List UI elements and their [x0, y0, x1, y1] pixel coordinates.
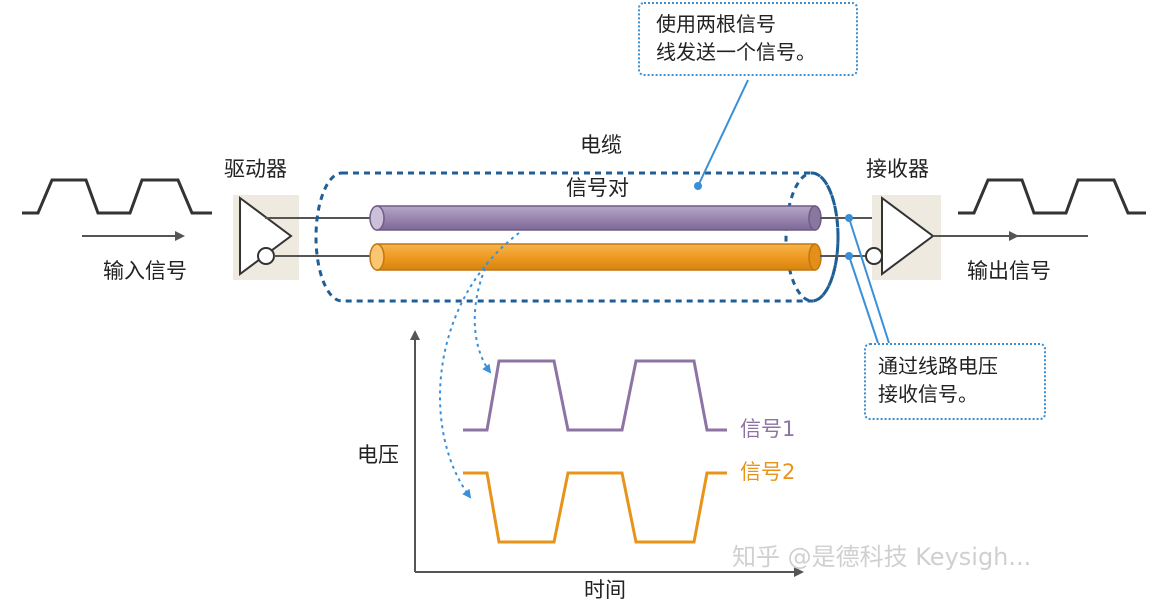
- signal2-waveform: [463, 471, 727, 544]
- signal2-label: 信号2: [740, 460, 796, 484]
- purple-tube-end-left: [369, 205, 385, 231]
- signal-wire-orange: [376, 243, 816, 271]
- orange-tube-end-right: [808, 243, 822, 271]
- receiver-triangle: [881, 196, 935, 276]
- input-signal-label: 输入信号: [103, 259, 187, 283]
- signal1-waveform: [463, 359, 727, 432]
- driver-label: 驱动器: [224, 157, 287, 181]
- input-waveform: [22, 178, 212, 215]
- right-callout-line1: 通过线路电压: [878, 354, 998, 378]
- voltage-label: 电压: [357, 443, 399, 467]
- output-waveform: [958, 178, 1146, 215]
- driver-invert-bubble: [257, 247, 275, 265]
- top-callout: 使用两根信号 线发送一个信号。: [638, 2, 858, 76]
- right-callout-leader-top: [848, 217, 890, 344]
- top-callout-leader: [697, 79, 749, 187]
- purple-tube-end-right: [808, 205, 822, 231]
- top-callout-line2: 线发送一个信号。: [656, 40, 816, 64]
- top-callout-anchor: [694, 182, 702, 190]
- signal-pair-label: 信号对: [566, 176, 629, 200]
- dashed-arrow-signal2: [439, 232, 520, 499]
- dashed-arrow-signal1: [473, 261, 492, 374]
- time-label: 时间: [584, 578, 626, 602]
- cable-end-right: [784, 171, 840, 303]
- signal1-label: 信号1: [740, 417, 796, 441]
- receiver-invert-bubble: [865, 247, 883, 265]
- right-callout-line2: 接收信号。: [878, 382, 978, 406]
- top-callout-line1: 使用两根信号: [656, 12, 776, 36]
- right-callout-leader-bottom: [848, 255, 879, 344]
- right-callout: 通过线路电压 接收信号。: [864, 343, 1046, 420]
- receiver-label: 接收器: [866, 157, 929, 181]
- watermark: 知乎 @是德科技 Keysigh...: [732, 543, 1032, 571]
- output-signal-label: 输出信号: [967, 259, 1051, 283]
- cable-label: 电缆: [580, 133, 622, 157]
- orange-tube-end-left: [369, 243, 385, 271]
- signal-wire-purple: [376, 205, 816, 231]
